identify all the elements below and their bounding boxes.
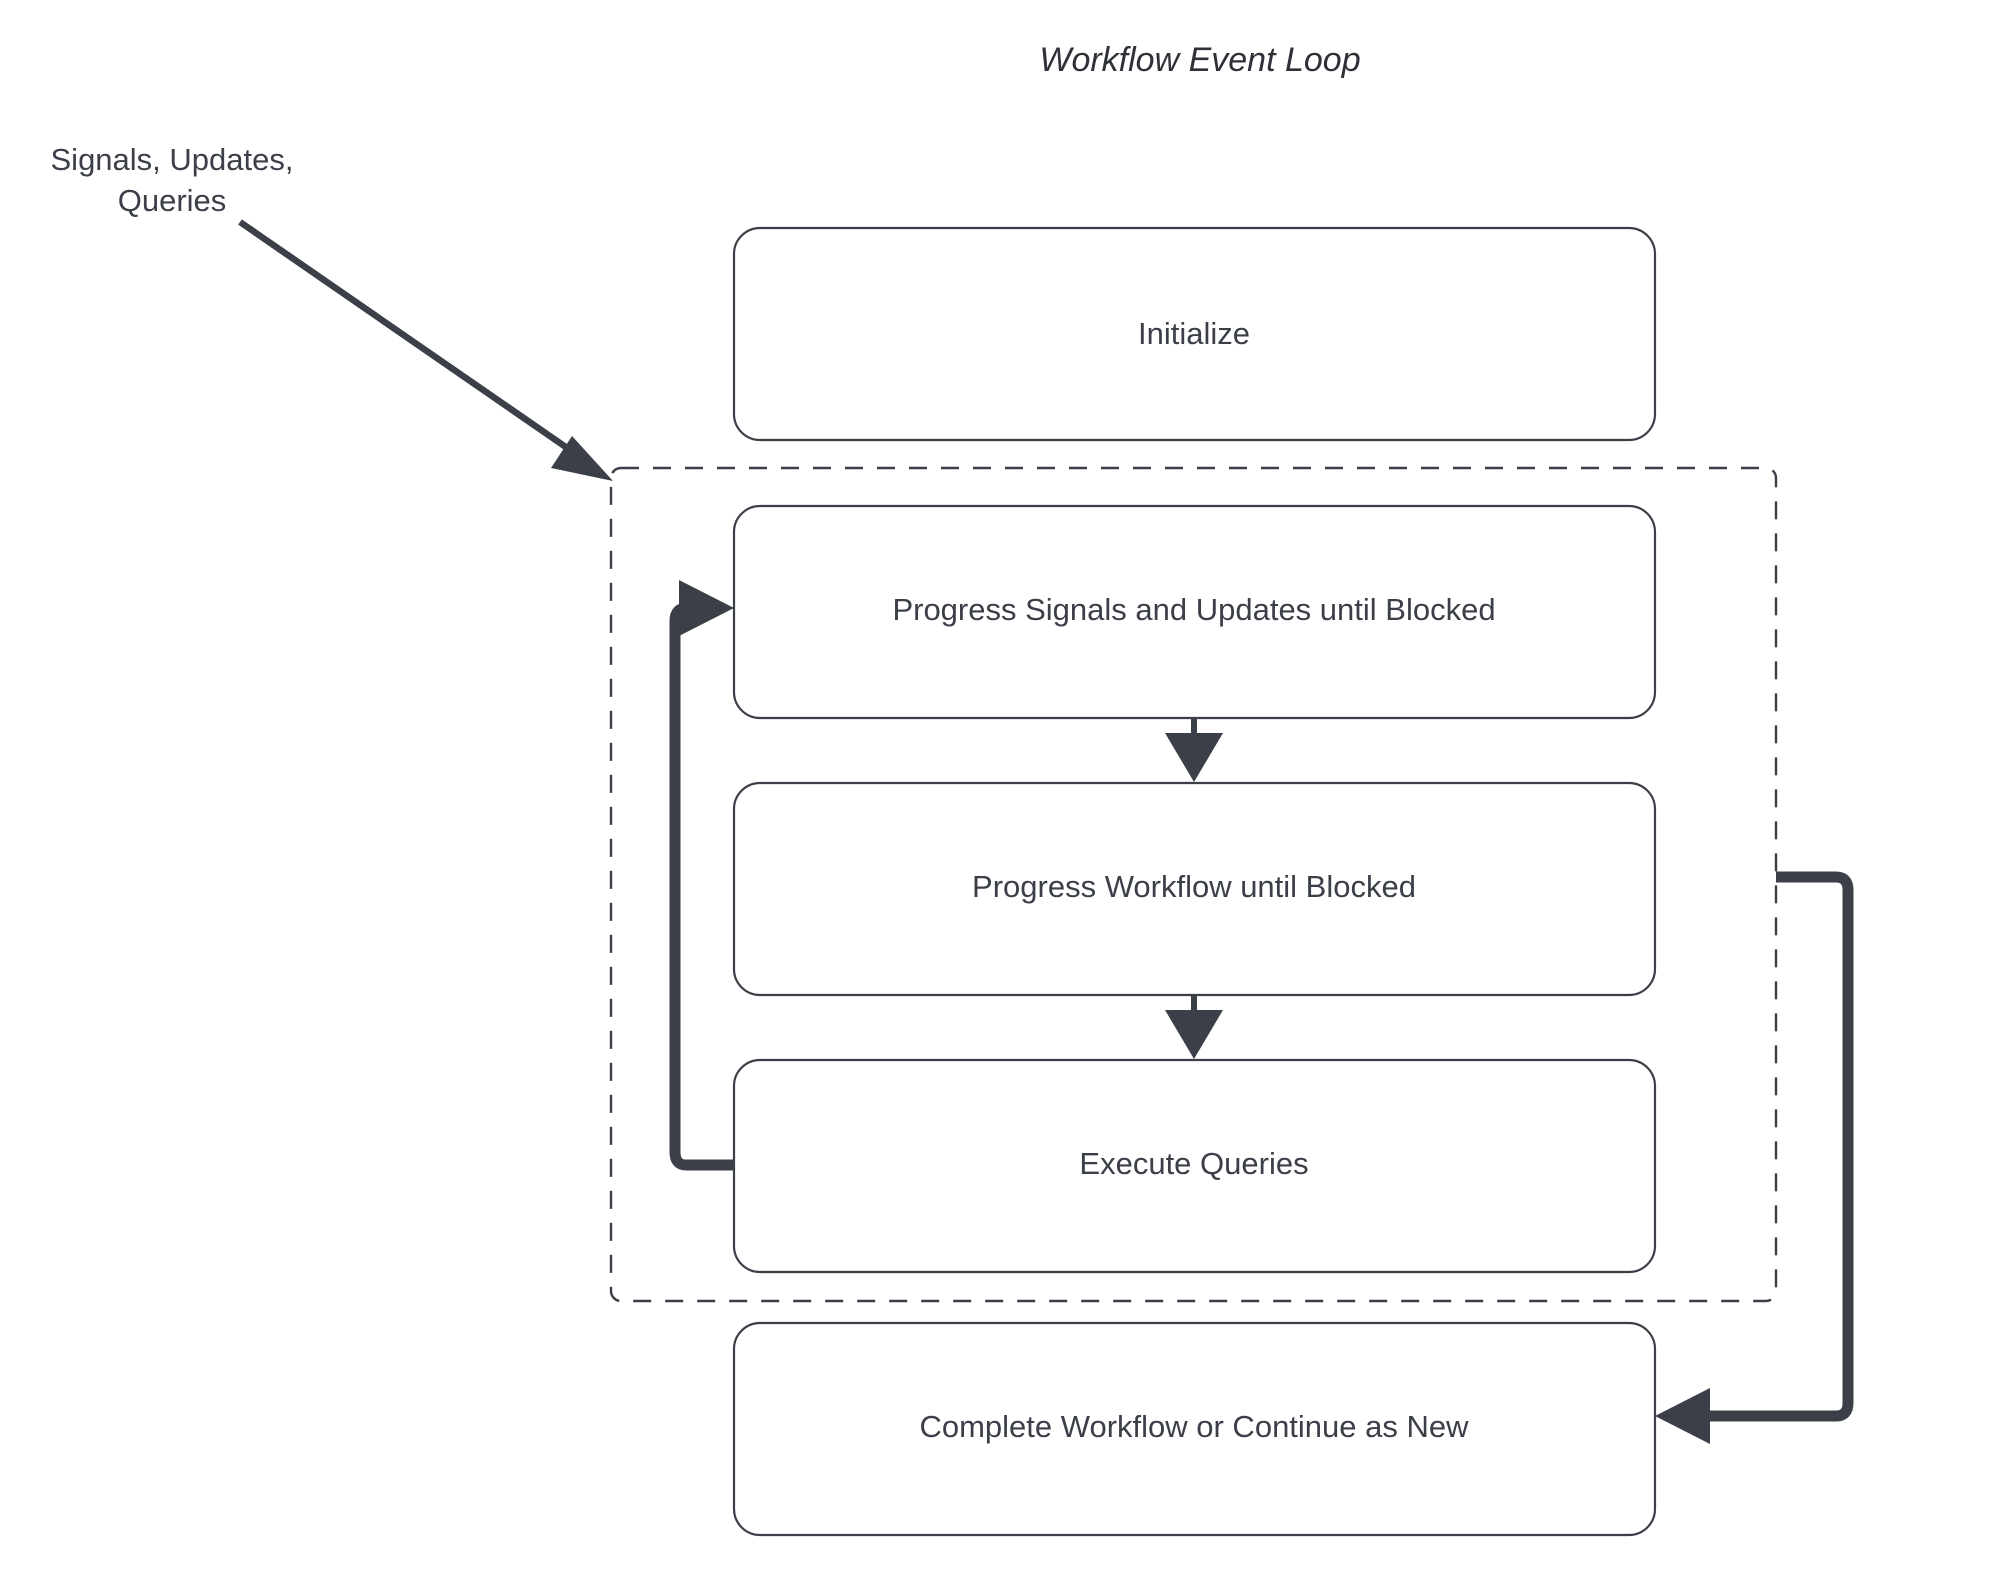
edge-loop-to-complete xyxy=(1655,871,1854,1444)
node-progress-workflow[interactable]: Progress Workflow until Blocked xyxy=(732,781,1657,997)
external-input-line xyxy=(238,219,588,464)
node-initialize-label: Initialize xyxy=(1138,316,1250,351)
node-initialize[interactable]: Initialize xyxy=(732,226,1657,442)
edge-loop-to-complete-path xyxy=(1678,871,1854,1422)
node-execute-queries-label: Execute Queries xyxy=(1079,1146,1308,1181)
node-complete-workflow-shape[interactable] xyxy=(732,1321,1657,1537)
edge-workflow-to-queries xyxy=(1165,995,1223,1059)
node-progress-signals[interactable]: Progress Signals and Updates until Block… xyxy=(732,504,1657,720)
edge-queries-loop-back-path xyxy=(669,602,734,1171)
edge-external-input xyxy=(238,219,613,481)
page-title: Workflow Event Loop xyxy=(1039,41,1360,79)
node-complete-workflow-label: Complete Workflow or Continue as New xyxy=(919,1409,1469,1444)
event-loop-group-boundary xyxy=(609,466,1778,1303)
node-initialize-shape[interactable] xyxy=(732,226,1657,442)
edge-loop-to-complete-arrowhead xyxy=(1655,1388,1710,1444)
external-input-label: Signals, Updates, Queries xyxy=(51,142,294,218)
edge-queries-loop-back xyxy=(669,580,734,1171)
edge-queries-loop-back-arrowhead xyxy=(679,580,734,636)
edge-signals-to-workflow-arrowhead xyxy=(1165,733,1223,782)
edge-signals-to-workflow xyxy=(1165,718,1223,782)
external-input-label-line2: Queries xyxy=(118,183,227,218)
node-execute-queries[interactable]: Execute Queries xyxy=(732,1058,1657,1274)
external-input-label-line1: Signals, Updates, xyxy=(51,142,294,177)
node-complete-workflow[interactable]: Complete Workflow or Continue as New xyxy=(732,1321,1657,1537)
edge-workflow-to-queries-arrowhead xyxy=(1165,1010,1223,1059)
node-progress-signals-label: Progress Signals and Updates until Block… xyxy=(892,592,1495,627)
node-progress-workflow-label: Progress Workflow until Blocked xyxy=(972,869,1416,904)
external-input-arrowhead xyxy=(551,436,613,481)
